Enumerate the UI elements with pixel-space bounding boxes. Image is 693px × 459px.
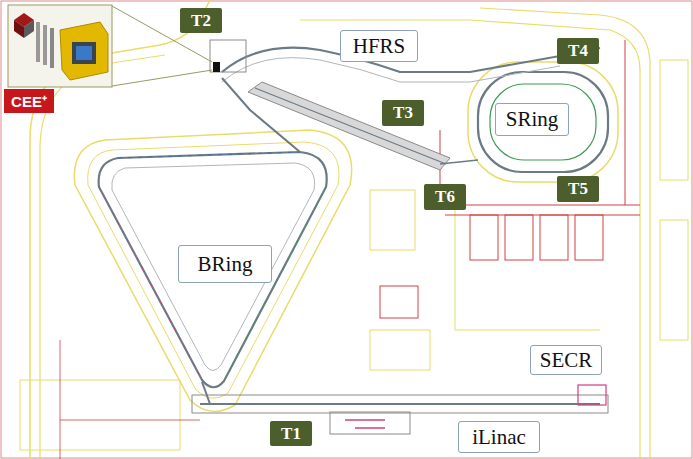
facility-label: SRing <box>495 103 569 136</box>
target-tag: T4 <box>557 38 599 64</box>
target-tag: T6 <box>424 184 466 210</box>
target-tag: T5 <box>557 176 599 202</box>
label-text: T1 <box>281 424 301 444</box>
label-text: T4 <box>568 41 588 61</box>
label-text: T6 <box>435 187 455 207</box>
experiment-label: CEE⁺ <box>4 89 54 113</box>
label-text: CEE⁺ <box>11 91 47 111</box>
facility-label: BRing <box>178 245 272 283</box>
label-text: HFRS <box>353 34 406 59</box>
label-text: T5 <box>568 179 588 199</box>
label-text: SRing <box>506 107 559 132</box>
label-text: T2 <box>191 11 211 31</box>
facility-label: HFRS <box>340 30 418 62</box>
facility-label: iLinac <box>458 421 540 453</box>
target-tag: T1 <box>270 421 312 446</box>
facility-label: SECR <box>530 345 602 375</box>
label-text: T3 <box>393 103 413 123</box>
label-text: SECR <box>540 348 593 373</box>
label-text: BRing <box>198 252 253 277</box>
label-text: iLinac <box>472 425 526 450</box>
target-tag: T3 <box>382 100 424 126</box>
target-tag: T2 <box>180 8 222 33</box>
